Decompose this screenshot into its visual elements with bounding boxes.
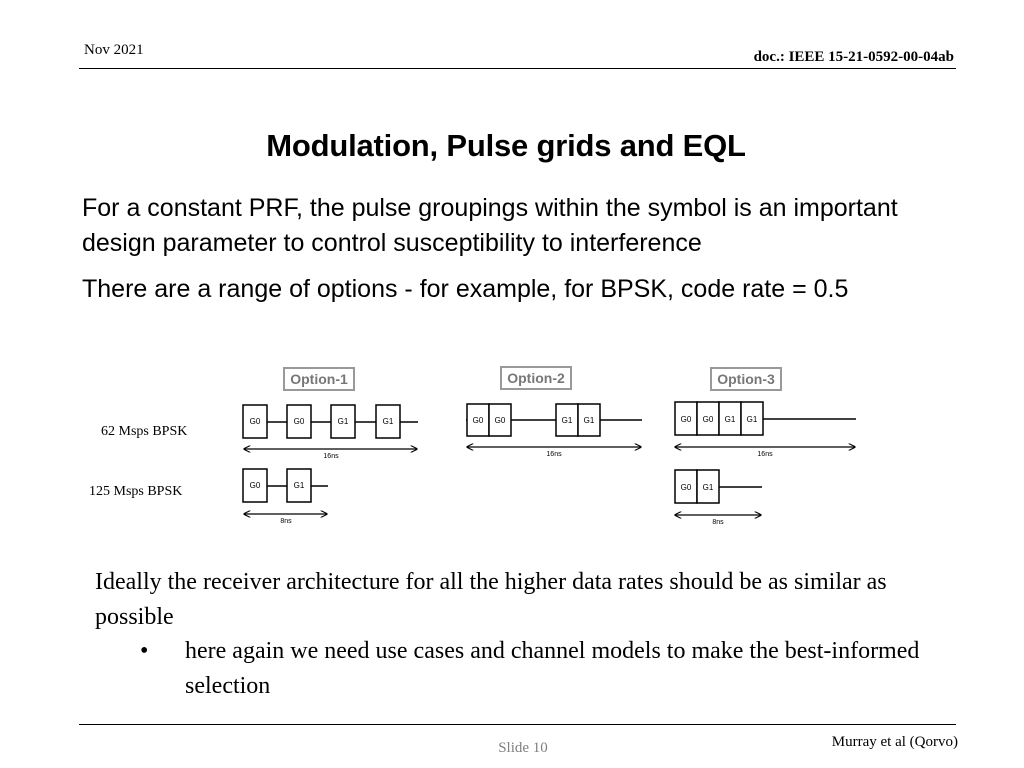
footer-rule (79, 724, 956, 725)
opt1-row2-pulse-2-label: G1 (294, 481, 305, 490)
opt1-row1-pulse-4-label: G1 (383, 417, 394, 426)
opt3-row1-pulse-3-label: G1 (725, 415, 736, 424)
opt3-row1-pulse-2-label: G0 (703, 415, 714, 424)
body-text: Ideally the receiver architecture for al… (95, 569, 887, 630)
opt3-row2-pulse-2-label: G1 (703, 483, 714, 492)
slide-number: Slide 10 (498, 740, 548, 756)
opt3-row2-pulse-1-label: G0 (681, 483, 692, 492)
option-3-label-box (710, 367, 782, 391)
opt1-row1-span-label: 16ns (323, 453, 339, 460)
opt1-row1-pulse-2-label: G0 (294, 417, 305, 426)
opt1-row2-span-label: 8ns (280, 518, 292, 525)
opt1-row2-pulse-2 (286, 468, 312, 503)
row-label-125msps: 125 Msps BPSK (89, 484, 182, 499)
paragraph-prf: For a constant PRF, the pulse groupings … (82, 194, 898, 257)
opt1-row2-pulse-1-label: G0 (250, 481, 261, 490)
bullet-dot-icon: • (140, 638, 149, 664)
slide-title: Modulation, Pulse grids and EQL (266, 128, 746, 163)
opt3-row2-pulse-2 (696, 469, 720, 504)
opt1-row1-pulse-1-label: G0 (250, 417, 261, 426)
header-rule (79, 68, 956, 69)
option-1-label: Option-1 (290, 371, 348, 387)
opt2-row1-pulse-1-label: G0 (473, 416, 484, 425)
opt1-row1-pulse-1 (242, 404, 268, 439)
pulse-grid-figure: 62 Msps BPSK 125 Msps BPSK Option-1 Opti… (89, 366, 856, 526)
opt2-row1-pulse-2-label: G0 (495, 416, 506, 425)
paragraph-options: There are a range of options - for examp… (82, 275, 849, 303)
opt1-row2-pulse-1 (242, 468, 268, 503)
header-doc-id: doc.: IEEE 15-21-0592-00-04ab (753, 49, 954, 65)
opt1-row1-pulse-3 (330, 404, 356, 439)
opt3-row2-span-label: 8ns (712, 519, 724, 526)
opt2-row1-pulse-2 (488, 403, 512, 437)
option-3-label: Option-3 (717, 371, 775, 387)
row-label-62msps: 62 Msps BPSK (101, 424, 187, 439)
opt3-row1-pulse-1-label: G0 (681, 415, 692, 424)
bullet-text: here again we need use cases and channel… (185, 638, 920, 699)
opt3-row1-pulse-4 (740, 401, 764, 436)
option-1-label-box (283, 367, 355, 391)
opt3-row1-pulse-4-label: G1 (747, 415, 758, 424)
opt1-row1-pulse-3-label: G1 (338, 417, 349, 426)
opt2-row1-pulse-3-label: G1 (562, 416, 573, 425)
option-2-label: Option-2 (507, 370, 565, 386)
opt2-row1-pulse-4-label: G1 (584, 416, 595, 425)
opt1-row1-pulse-2 (286, 404, 312, 439)
opt2-row1-span-label: 16ns (546, 451, 562, 458)
opt3-row1-span-label: 16ns (757, 451, 773, 458)
header-date: Nov 2021 (84, 42, 144, 58)
opt1-row1-pulse-4 (375, 404, 401, 439)
option-2-label-box (500, 366, 572, 390)
footer-author: Murray et al (Qorvo) (831, 734, 958, 750)
opt2-row1-pulse-4 (577, 403, 601, 437)
